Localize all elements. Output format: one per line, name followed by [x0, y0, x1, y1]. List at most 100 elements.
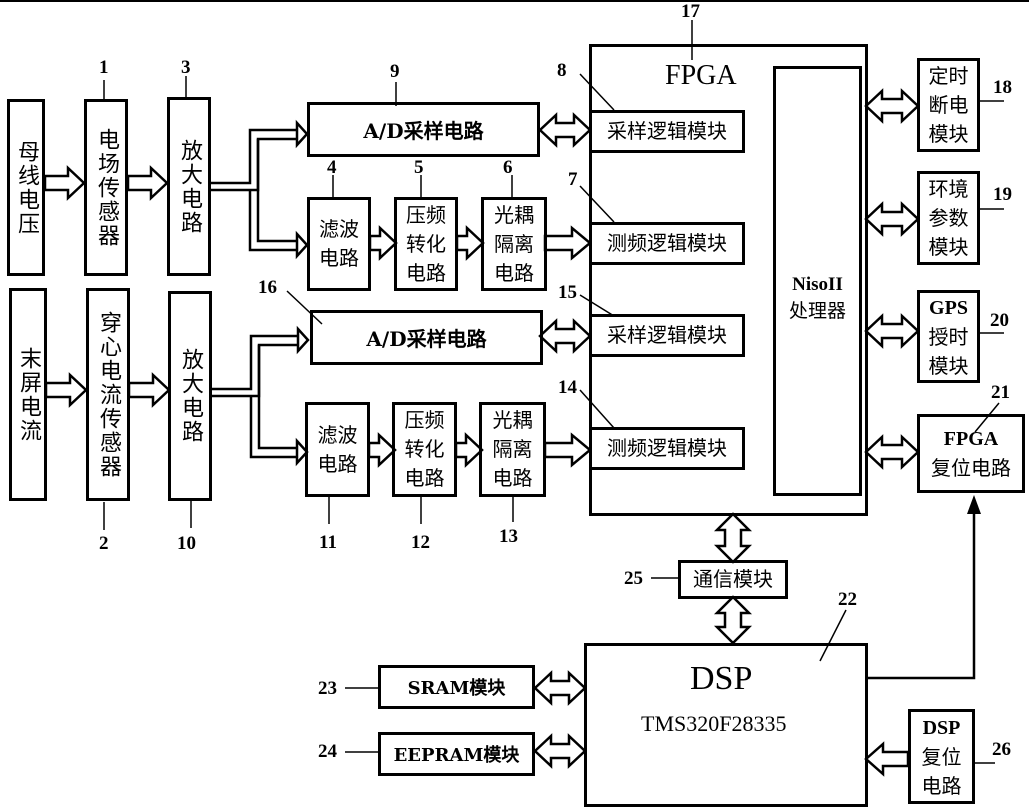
block-amp-top-label: 放大电路	[177, 138, 202, 235]
block-vf-top-label: 压频转化电路	[406, 201, 446, 288]
ref-26: 26	[992, 739, 1011, 760]
bidir-sram-dsp	[533, 670, 587, 706]
env-params-label: 环境参数模块	[929, 175, 969, 262]
fpga-reset-l2: 复位电路	[931, 456, 1011, 480]
leader-16	[286, 290, 323, 325]
ref-17: 17	[681, 1, 700, 22]
dsp-title: DSP	[690, 660, 753, 697]
gps-l3: 模块	[928, 353, 969, 378]
opto-top-l2: 隔离	[494, 231, 534, 256]
block-freq-logic-top: 测频逻辑模块	[589, 222, 745, 265]
leader-21	[974, 402, 1000, 433]
bidir-fpga-timer	[864, 88, 920, 124]
bidir-eepram-dsp	[533, 733, 587, 769]
arrow-current-to-coresensor	[44, 372, 88, 408]
block-end-screen-current-label: 末屏电流	[16, 346, 41, 443]
env-l2: 参数	[928, 205, 969, 230]
ref-5: 5	[414, 157, 424, 178]
pipe-amp3-lower-inner	[256, 139, 300, 243]
block-nios-processor: NisoII 处理器	[773, 66, 862, 496]
ref-12: 12	[411, 532, 430, 553]
freq-logic-bottom-label: 测频逻辑模块	[607, 436, 727, 460]
block-eepram: EEPRAM模块	[378, 732, 535, 776]
block-bus-voltage-label: 母线电压	[14, 139, 39, 236]
block-adc-bottom-label: A/D采样电路	[366, 327, 487, 351]
block-filter-top: 滤波电路	[307, 197, 371, 291]
pipe-amp10-lower-outer	[249, 396, 300, 459]
block-opto-top: 光耦隔离电路	[481, 197, 547, 291]
block-bus-voltage: 母线电压	[7, 99, 45, 276]
ref-11: 11	[319, 532, 337, 553]
opto-top-l3: 电路	[494, 260, 534, 285]
ref-25: 25	[624, 568, 643, 589]
block-opto-bottom-label: 光耦隔离电路	[493, 406, 533, 493]
bidir-fpga-reset	[864, 434, 920, 470]
block-core-current-sensor-label: 穿心电流传感器	[96, 310, 121, 479]
block-filter-bottom-label: 滤波电路	[318, 421, 358, 479]
ref-10: 10	[177, 533, 196, 554]
bidir-adc9-sample8	[538, 112, 592, 148]
block-vf-bottom-label: 压频转化电路	[405, 406, 445, 493]
block-amp-bottom-label: 放大电路	[178, 348, 203, 444]
block-freq-logic-bottom: 测频逻辑模块	[589, 427, 745, 470]
block-sample-logic-top: 采样逻辑模块	[589, 110, 745, 153]
dsp-reset-l2: 复位	[921, 744, 962, 769]
block-efield-sensor-label: 电场传感器	[94, 127, 119, 248]
block-amp-top: 放大电路	[167, 97, 211, 276]
ref-20: 20	[990, 310, 1009, 331]
block-vf-top: 压频转化电路	[394, 197, 458, 291]
block-opto-top-label: 光耦隔离电路	[494, 201, 534, 288]
arrow-filter11-to-vf12	[367, 432, 397, 468]
filter-top-l1: 滤波	[319, 217, 359, 241]
opto-bottom-l1: 光耦	[492, 408, 533, 432]
pipe-amp3-outer	[210, 128, 300, 185]
fpga-reset-l1: FPGA	[943, 428, 999, 450]
ref-3: 3	[181, 57, 191, 78]
top-border-line	[0, 0, 1029, 2]
ref-21: 21	[991, 382, 1010, 403]
timer-l1: 定时	[928, 63, 969, 88]
vf-bottom-l1: 压频	[404, 408, 445, 432]
vf-top-l3: 电路	[406, 260, 446, 285]
timer-poweroff-label: 定时断电模块	[929, 62, 969, 149]
arrow-busv-to-sensor	[43, 165, 86, 201]
sram-label: SRAM模块	[407, 678, 506, 699]
gps-l2: 授时	[928, 324, 969, 349]
ref-8: 8	[557, 60, 567, 81]
block-opto-bottom: 光耦隔离电路	[479, 402, 546, 497]
bidir-fpga-env	[864, 201, 920, 237]
fpga-title: FPGA	[665, 60, 737, 91]
leader-22	[819, 609, 847, 662]
bidir-comm-dsp	[713, 595, 753, 645]
ref-18: 18	[993, 77, 1012, 98]
block-timer-poweroff: 定时断电模块	[917, 58, 980, 152]
timer-l2: 断电	[928, 92, 969, 117]
ref-9: 9	[390, 61, 400, 82]
ref-16: 16	[258, 277, 277, 298]
ref-19: 19	[993, 184, 1012, 205]
line-dsp-to-fpgareset	[868, 505, 976, 680]
sample-logic-bottom-label: 采样逻辑模块	[607, 323, 727, 347]
vf-top-l1: 压频	[406, 202, 446, 227]
ref-23: 23	[318, 678, 337, 699]
block-vf-bottom: 压频转化电路	[392, 402, 457, 497]
dsp-reset-l3: 电路	[921, 773, 962, 798]
pipe-head-adc16	[296, 325, 310, 355]
opto-top-l1: 光耦	[494, 202, 534, 227]
arrowhead-fpgareset	[967, 495, 981, 514]
leader-14	[579, 389, 615, 429]
vf-bottom-l2: 转化	[404, 437, 445, 461]
ref-7: 7	[568, 169, 578, 190]
leader-8	[579, 73, 615, 111]
pipe-head-filter11	[295, 437, 309, 467]
vf-bottom-l3: 电路	[404, 466, 445, 490]
pipe-amp3-lower-outer	[248, 190, 300, 252]
filter-top-l2: 电路	[319, 246, 359, 270]
filter-bottom-l1: 滤波	[317, 422, 358, 447]
block-adc-top: A/D采样电路	[307, 102, 540, 157]
ref-4: 4	[327, 157, 337, 178]
